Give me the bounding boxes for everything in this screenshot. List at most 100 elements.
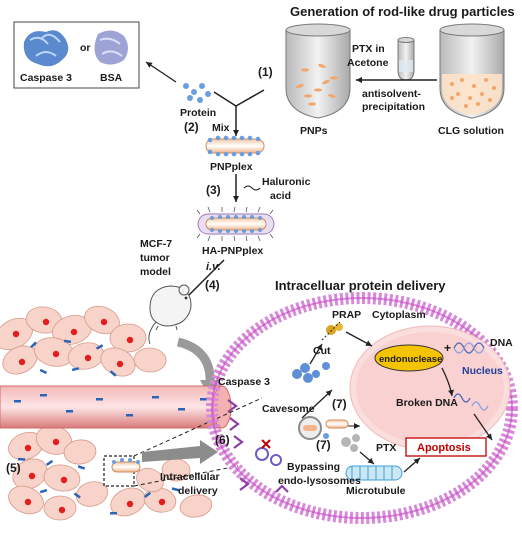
step-6: (6) bbox=[215, 433, 230, 447]
particle-in-tissue bbox=[30, 341, 37, 349]
endolysosomes-label: endo-lysosomes bbox=[278, 475, 361, 487]
tumor-cell bbox=[63, 439, 97, 465]
delivery-header: Intracelluar protein delivery bbox=[275, 278, 446, 293]
cytoplasm-label: Cytoplasm bbox=[372, 309, 426, 321]
cavesome-arrow bbox=[301, 389, 333, 419]
particle-in-tissue bbox=[39, 368, 48, 374]
block-x-icon bbox=[261, 439, 271, 449]
protein-arrow bbox=[145, 61, 177, 83]
prap-label: PRAP bbox=[332, 309, 361, 321]
cell-nucleus-dot bbox=[12, 330, 20, 338]
bypass-label: Bypassing bbox=[287, 461, 340, 473]
ptx-particles bbox=[341, 434, 360, 452]
tumor-cell bbox=[133, 347, 167, 373]
pnps-label: PNPs bbox=[300, 125, 328, 137]
plus-label: + bbox=[444, 341, 451, 355]
caspase3-cell-label: Caspase 3 bbox=[218, 376, 270, 388]
step-5: (5) bbox=[6, 461, 21, 475]
model-label: model bbox=[140, 266, 171, 278]
cell-nucleus-dot bbox=[28, 472, 36, 480]
title: Generation of rod-like drug particles bbox=[290, 4, 515, 19]
delivery-label: delivery bbox=[178, 485, 218, 497]
ha-pnpplex-label: HA-PNPplex bbox=[202, 245, 263, 257]
particle-in-tissue bbox=[77, 465, 86, 470]
particle-in-tissue bbox=[144, 491, 152, 499]
ptx-vial bbox=[397, 37, 415, 81]
apoptosis-box bbox=[405, 437, 487, 457]
endonuclease-label: endonuclease bbox=[379, 354, 442, 365]
mix-label: Mix bbox=[212, 122, 230, 134]
pnps-tube bbox=[285, 23, 351, 119]
particle-in-tissue bbox=[17, 457, 26, 461]
step-7b: (7) bbox=[316, 438, 331, 452]
prap-protein bbox=[321, 321, 343, 341]
ha-squiggle bbox=[243, 185, 261, 191]
cell-nucleus-dot bbox=[126, 336, 134, 344]
caspase3-proteins bbox=[292, 362, 330, 383]
bsa-structure bbox=[94, 30, 128, 65]
cell-nucleus-dot bbox=[116, 360, 124, 368]
tumor-cell bbox=[75, 481, 109, 507]
mix-connector bbox=[213, 89, 265, 107]
particle-in-tissue bbox=[63, 339, 72, 344]
antisolvent-label: antisolvent- bbox=[362, 88, 421, 100]
intracellular-label: Intracellular bbox=[160, 471, 220, 483]
microtubule-label: Microtubule bbox=[346, 485, 406, 497]
cavesome-label: Cavesome bbox=[262, 403, 315, 415]
cell-nucleus-dot bbox=[18, 358, 26, 366]
cell-nucleus-dot bbox=[84, 354, 92, 362]
rod-particle-incoming bbox=[111, 458, 141, 473]
cell-nucleus-dot bbox=[158, 498, 166, 506]
acid-label: acid bbox=[270, 190, 291, 202]
particle-in-tissue bbox=[73, 492, 81, 499]
cd44-receptors bbox=[227, 399, 289, 493]
tumor-cell bbox=[136, 467, 164, 493]
step-3: (3) bbox=[206, 183, 221, 197]
particle-in-tissue bbox=[109, 370, 117, 377]
particle-in-tissue bbox=[39, 488, 48, 494]
cell-nucleus-dot bbox=[52, 438, 60, 446]
cavesome-vesicle bbox=[298, 416, 322, 440]
ptx-label: PTX in bbox=[352, 43, 385, 55]
caspase3-label: Caspase 3 bbox=[20, 72, 72, 84]
blood-vessel bbox=[0, 385, 232, 429]
endosome-vesicles bbox=[255, 447, 282, 466]
caspase3-structure bbox=[23, 30, 69, 67]
cell-nucleus-dot bbox=[42, 318, 50, 326]
endonuclease-enzyme bbox=[374, 344, 444, 372]
pnpplex-rod bbox=[205, 135, 265, 157]
haluronic-label: Haluronic bbox=[262, 176, 311, 188]
ha-pnpplex-rod bbox=[196, 206, 275, 242]
clg-solution-label: CLG solution bbox=[438, 125, 504, 137]
iv-label: i.v. bbox=[206, 261, 221, 273]
cell-nucleus-dot bbox=[24, 444, 32, 452]
protein-structures-box bbox=[13, 21, 140, 89]
pnpplex-label: PNPplex bbox=[210, 161, 253, 173]
tumor-label: tumor bbox=[140, 252, 170, 264]
cell-nucleus-dot bbox=[70, 328, 78, 336]
cell-nucleus-dot bbox=[126, 500, 134, 508]
cell-nucleus-dot bbox=[60, 476, 68, 484]
iv-arrow bbox=[183, 259, 225, 301]
ptx-cell-label: PTX bbox=[376, 442, 396, 454]
mcf7-label: MCF-7 bbox=[140, 238, 172, 250]
cell-membrane bbox=[206, 292, 518, 524]
tumor-tissue bbox=[0, 305, 213, 521]
uptake-arrow bbox=[142, 440, 218, 464]
tumor-cell bbox=[179, 494, 213, 518]
acetone-label: Acetone bbox=[347, 57, 389, 69]
step-2: (2) bbox=[184, 120, 199, 134]
or-label: or bbox=[80, 42, 91, 54]
particle-in-tissue bbox=[45, 459, 54, 466]
delivery-curve-arrow bbox=[176, 337, 215, 385]
protein-label: Protein bbox=[180, 107, 216, 119]
prap-to-endonuclease-arrow bbox=[345, 331, 373, 347]
cell-nucleus-dot bbox=[52, 350, 60, 358]
dna-label: DNA bbox=[490, 337, 513, 349]
particle-in-tissue bbox=[109, 511, 118, 515]
cell-nucleus-dot bbox=[24, 498, 32, 506]
microtubule bbox=[345, 465, 403, 481]
cell-nucleus-dot bbox=[58, 506, 66, 514]
mouse-icon bbox=[148, 284, 192, 345]
